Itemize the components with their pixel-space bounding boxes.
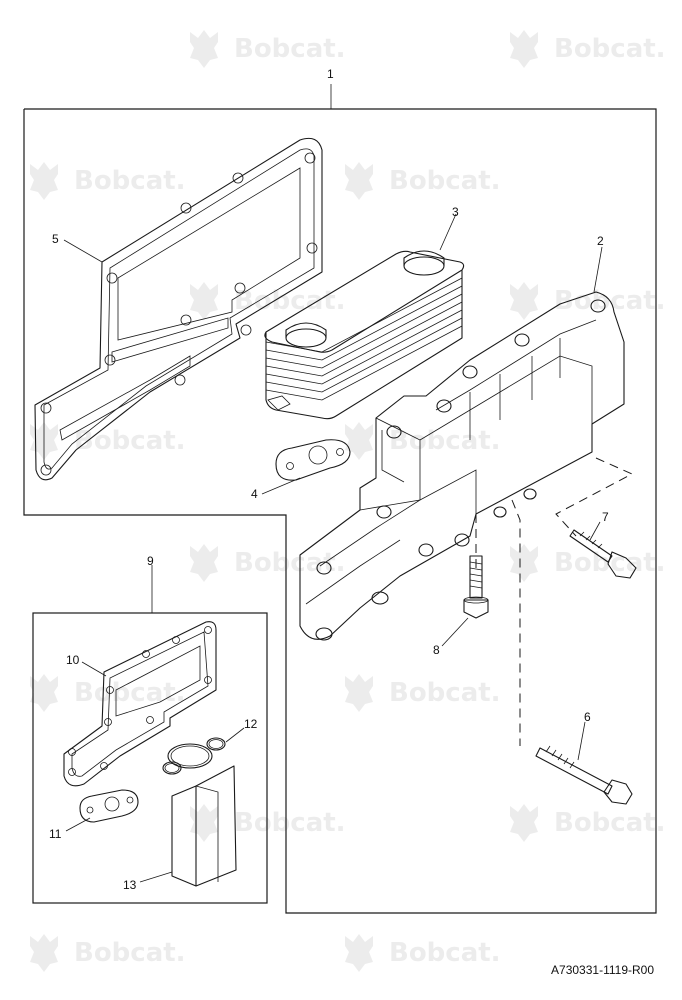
callout-10: 10 (66, 653, 80, 667)
instruction-sheet-part-13 (171, 765, 237, 887)
watermark-layer: Bobcat. Bobcat. Bobcat. Bobcat. Bobcat. Bobca… (30, 30, 666, 972)
callout-13: 13 (123, 878, 137, 892)
bobcat-logo-icon (510, 804, 538, 842)
watermark: Bobcat. (30, 422, 186, 460)
kit-frame-9 (32, 612, 268, 904)
watermark: Bobcat. (510, 282, 666, 320)
watermark-brand-text: Bobcat. (234, 286, 346, 316)
kit-gasket-bolt-holes-10 (68, 626, 212, 776)
bolt-part-6 (535, 745, 633, 805)
bobcat-logo-icon (30, 934, 58, 972)
callout-labels: 1 2 3 4 5 6 7 8 9 10 11 12 13 (49, 67, 609, 892)
bobcat-logo-icon (190, 30, 218, 68)
callout-1: 1 (327, 67, 334, 81)
watermark: Bobcat. (190, 804, 346, 842)
cooler-housing-part-2 (299, 291, 625, 641)
watermark-brand-text: Bobcat. (234, 808, 346, 838)
bobcat-logo-icon (345, 674, 373, 712)
assembly-frame-1 (23, 108, 657, 914)
watermark: Bobcat. (30, 674, 186, 712)
callout-5: 5 (52, 232, 59, 246)
leader-lines (63, 84, 603, 883)
callout-8: 8 (433, 643, 440, 657)
gasket-bolt-holes-5 (40, 152, 318, 476)
callout-2: 2 (597, 234, 604, 248)
bobcat-logo-icon (30, 162, 58, 200)
flange-gasket-part-4 (275, 439, 351, 481)
watermark-brand-text: Bobcat. (74, 938, 186, 968)
watermark-brand-text: Bobcat. (389, 678, 501, 708)
callout-9: 9 (147, 554, 154, 568)
o-rings-part-12 (162, 737, 226, 775)
alignment-lines (475, 457, 634, 746)
callout-4: 4 (251, 487, 258, 501)
watermark-brand-text: Bobcat. (74, 426, 186, 456)
kit-flange-gasket-part-11 (79, 789, 139, 823)
gasket-part-5 (34, 137, 323, 481)
watermark: Bobcat. (190, 30, 346, 68)
watermark-brand-text: Bobcat. (234, 34, 346, 64)
bolt-part-8 (463, 555, 489, 619)
callout-3: 3 (452, 205, 459, 219)
watermark: Bobcat. (30, 162, 186, 200)
watermark-brand-text: Bobcat. (554, 808, 666, 838)
cooler-fins-3 (265, 277, 463, 401)
watermark: Bobcat. (345, 162, 501, 200)
watermark-brand-text: Bobcat. (389, 426, 501, 456)
watermark-brand-text: Bobcat. (389, 938, 501, 968)
bobcat-logo-icon (190, 282, 218, 320)
watermark: Bobcat. (30, 934, 186, 972)
bobcat-logo-icon (510, 282, 538, 320)
bobcat-logo-icon (345, 934, 373, 972)
bobcat-logo-icon (190, 804, 218, 842)
bobcat-logo-icon (510, 544, 538, 582)
watermark-brand-text: Bobcat. (74, 166, 186, 196)
watermark: Bobcat. (510, 30, 666, 68)
oil-cooler-core-part-3 (264, 250, 465, 420)
watermark: Bobcat. (345, 422, 501, 460)
callout-6: 6 (584, 710, 591, 724)
reference-code: A730331-1119-R00 (551, 963, 654, 977)
watermark: Bobcat. (345, 934, 501, 972)
housing-bolt-bosses-2 (315, 299, 606, 641)
watermark: Bobcat. (190, 544, 346, 582)
callout-11: 11 (49, 827, 62, 841)
bobcat-logo-icon (30, 674, 58, 712)
kit-gasket-part-10 (63, 621, 217, 787)
bobcat-logo-icon (190, 544, 218, 582)
watermark: Bobcat. (190, 282, 346, 320)
bolt-part-7 (569, 529, 637, 579)
watermark: Bobcat. (345, 674, 501, 712)
bobcat-logo-icon (345, 422, 373, 460)
watermark-brand-text: Bobcat. (554, 548, 666, 578)
watermark-brand-text: Bobcat. (389, 166, 501, 196)
bobcat-logo-icon (345, 162, 373, 200)
bobcat-logo-icon (510, 30, 538, 68)
watermark: Bobcat. (510, 804, 666, 842)
watermark: Bobcat. (510, 544, 666, 582)
watermark-brand-text: Bobcat. (554, 34, 666, 64)
callout-12: 12 (244, 717, 258, 731)
callout-7: 7 (602, 510, 609, 524)
